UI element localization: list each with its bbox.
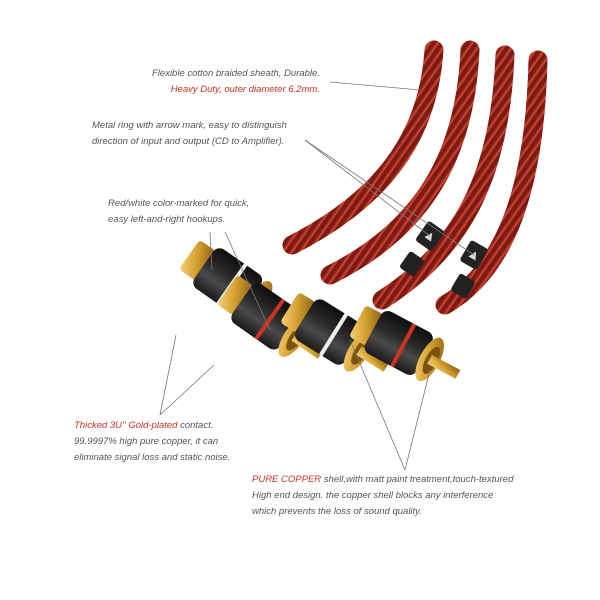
gold-annotation: Thicked 3U'' Gold-plated contact. 99.999…	[74, 418, 230, 466]
color-mark-line-1: Red/white color-marked for quick,	[108, 198, 250, 209]
gold-line-3: eliminate signal loss and static noise.	[74, 452, 231, 463]
copper-annotation: PURE COPPER shell,with matt paint treatm…	[252, 472, 513, 520]
gold-line-1: Thicked 3U'' Gold-plated contact.	[74, 418, 230, 434]
color-mark-annotation: Red/white color-marked for quick, easy l…	[108, 196, 249, 228]
callout-lines	[159, 81, 475, 471]
ring-line-1: Metal ring with arrow mark, easy to dist…	[92, 120, 287, 131]
copper-line-3: which prevents the loss of sound quality…	[252, 506, 422, 517]
copper-line-1: PURE COPPER shell,with matt paint treatm…	[252, 472, 513, 488]
ring-annotation: Metal ring with arrow mark, easy to dist…	[92, 118, 287, 150]
sheath-line-2: Heavy Duty, outer diameter 6.2mm.	[170, 84, 320, 95]
connector-4	[350, 306, 461, 382]
copper-line-2: High end design. the copper shell blocks…	[252, 490, 494, 501]
cable-3	[372, 45, 515, 310]
copper-line-1-rest: shell,with matt paint treatment,touch-te…	[321, 474, 514, 485]
sheath-line-1: Flexible cotton braided sheath, Durable.	[152, 68, 320, 79]
cable-1	[282, 40, 444, 255]
gold-highlight: Thicked 3U'' Gold-plated	[74, 420, 178, 431]
color-mark-line-2: easy left-and-right hookups.	[108, 214, 226, 225]
ring-line-2: direction of input and output (CD to Amp…	[92, 136, 285, 147]
gold-line-1-rest: contact.	[177, 420, 214, 431]
sheath-annotation: Flexible cotton braided sheath, Durable.…	[152, 66, 320, 98]
copper-highlight: PURE COPPER	[252, 474, 322, 485]
cable-2	[320, 40, 480, 285]
gold-line-2: 99.9997% high pure copper, it can	[74, 436, 219, 447]
